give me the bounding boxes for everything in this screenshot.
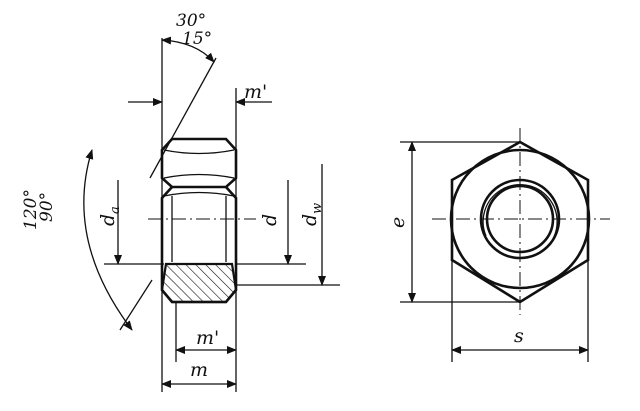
chamfer-angle-line [149,57,217,179]
label-d-group: d [259,214,281,226]
label-dw: d [299,214,321,226]
chamfer-arc-mid2 [163,191,235,197]
label-da-group: d a [97,206,123,226]
label-angle-120: 120° [21,189,41,230]
label-dw-group: d w [299,203,325,226]
label-mprime-bottom: m' [196,327,219,349]
chamfer-angle-line-lower [119,279,153,331]
hatched-section [160,262,238,304]
label-da: d [97,214,119,226]
label-da-sub: a [108,206,123,214]
label-angle-15: 15° [182,29,212,49]
label-mprime-top: m' [244,81,267,103]
label-angle-90: 90° [37,192,57,222]
label-s: s [514,325,524,347]
label-e: e [387,217,409,228]
chamfer-arc-mid [163,173,235,179]
front-view: e s [387,128,610,362]
angle-arc-left [83,149,133,331]
label-dw-sub: w [310,203,325,214]
angle-arc-top [161,36,215,63]
label-angle-30: 30° [176,11,206,31]
label-m: m [190,359,208,381]
chamfer-arc-top [163,149,235,155]
label-d: d [259,214,281,226]
side-view: 30° 15° 120° 90° m' m' m d a d d w [21,11,340,392]
nut-side-outline [160,137,238,189]
thread-arc [482,184,558,247]
